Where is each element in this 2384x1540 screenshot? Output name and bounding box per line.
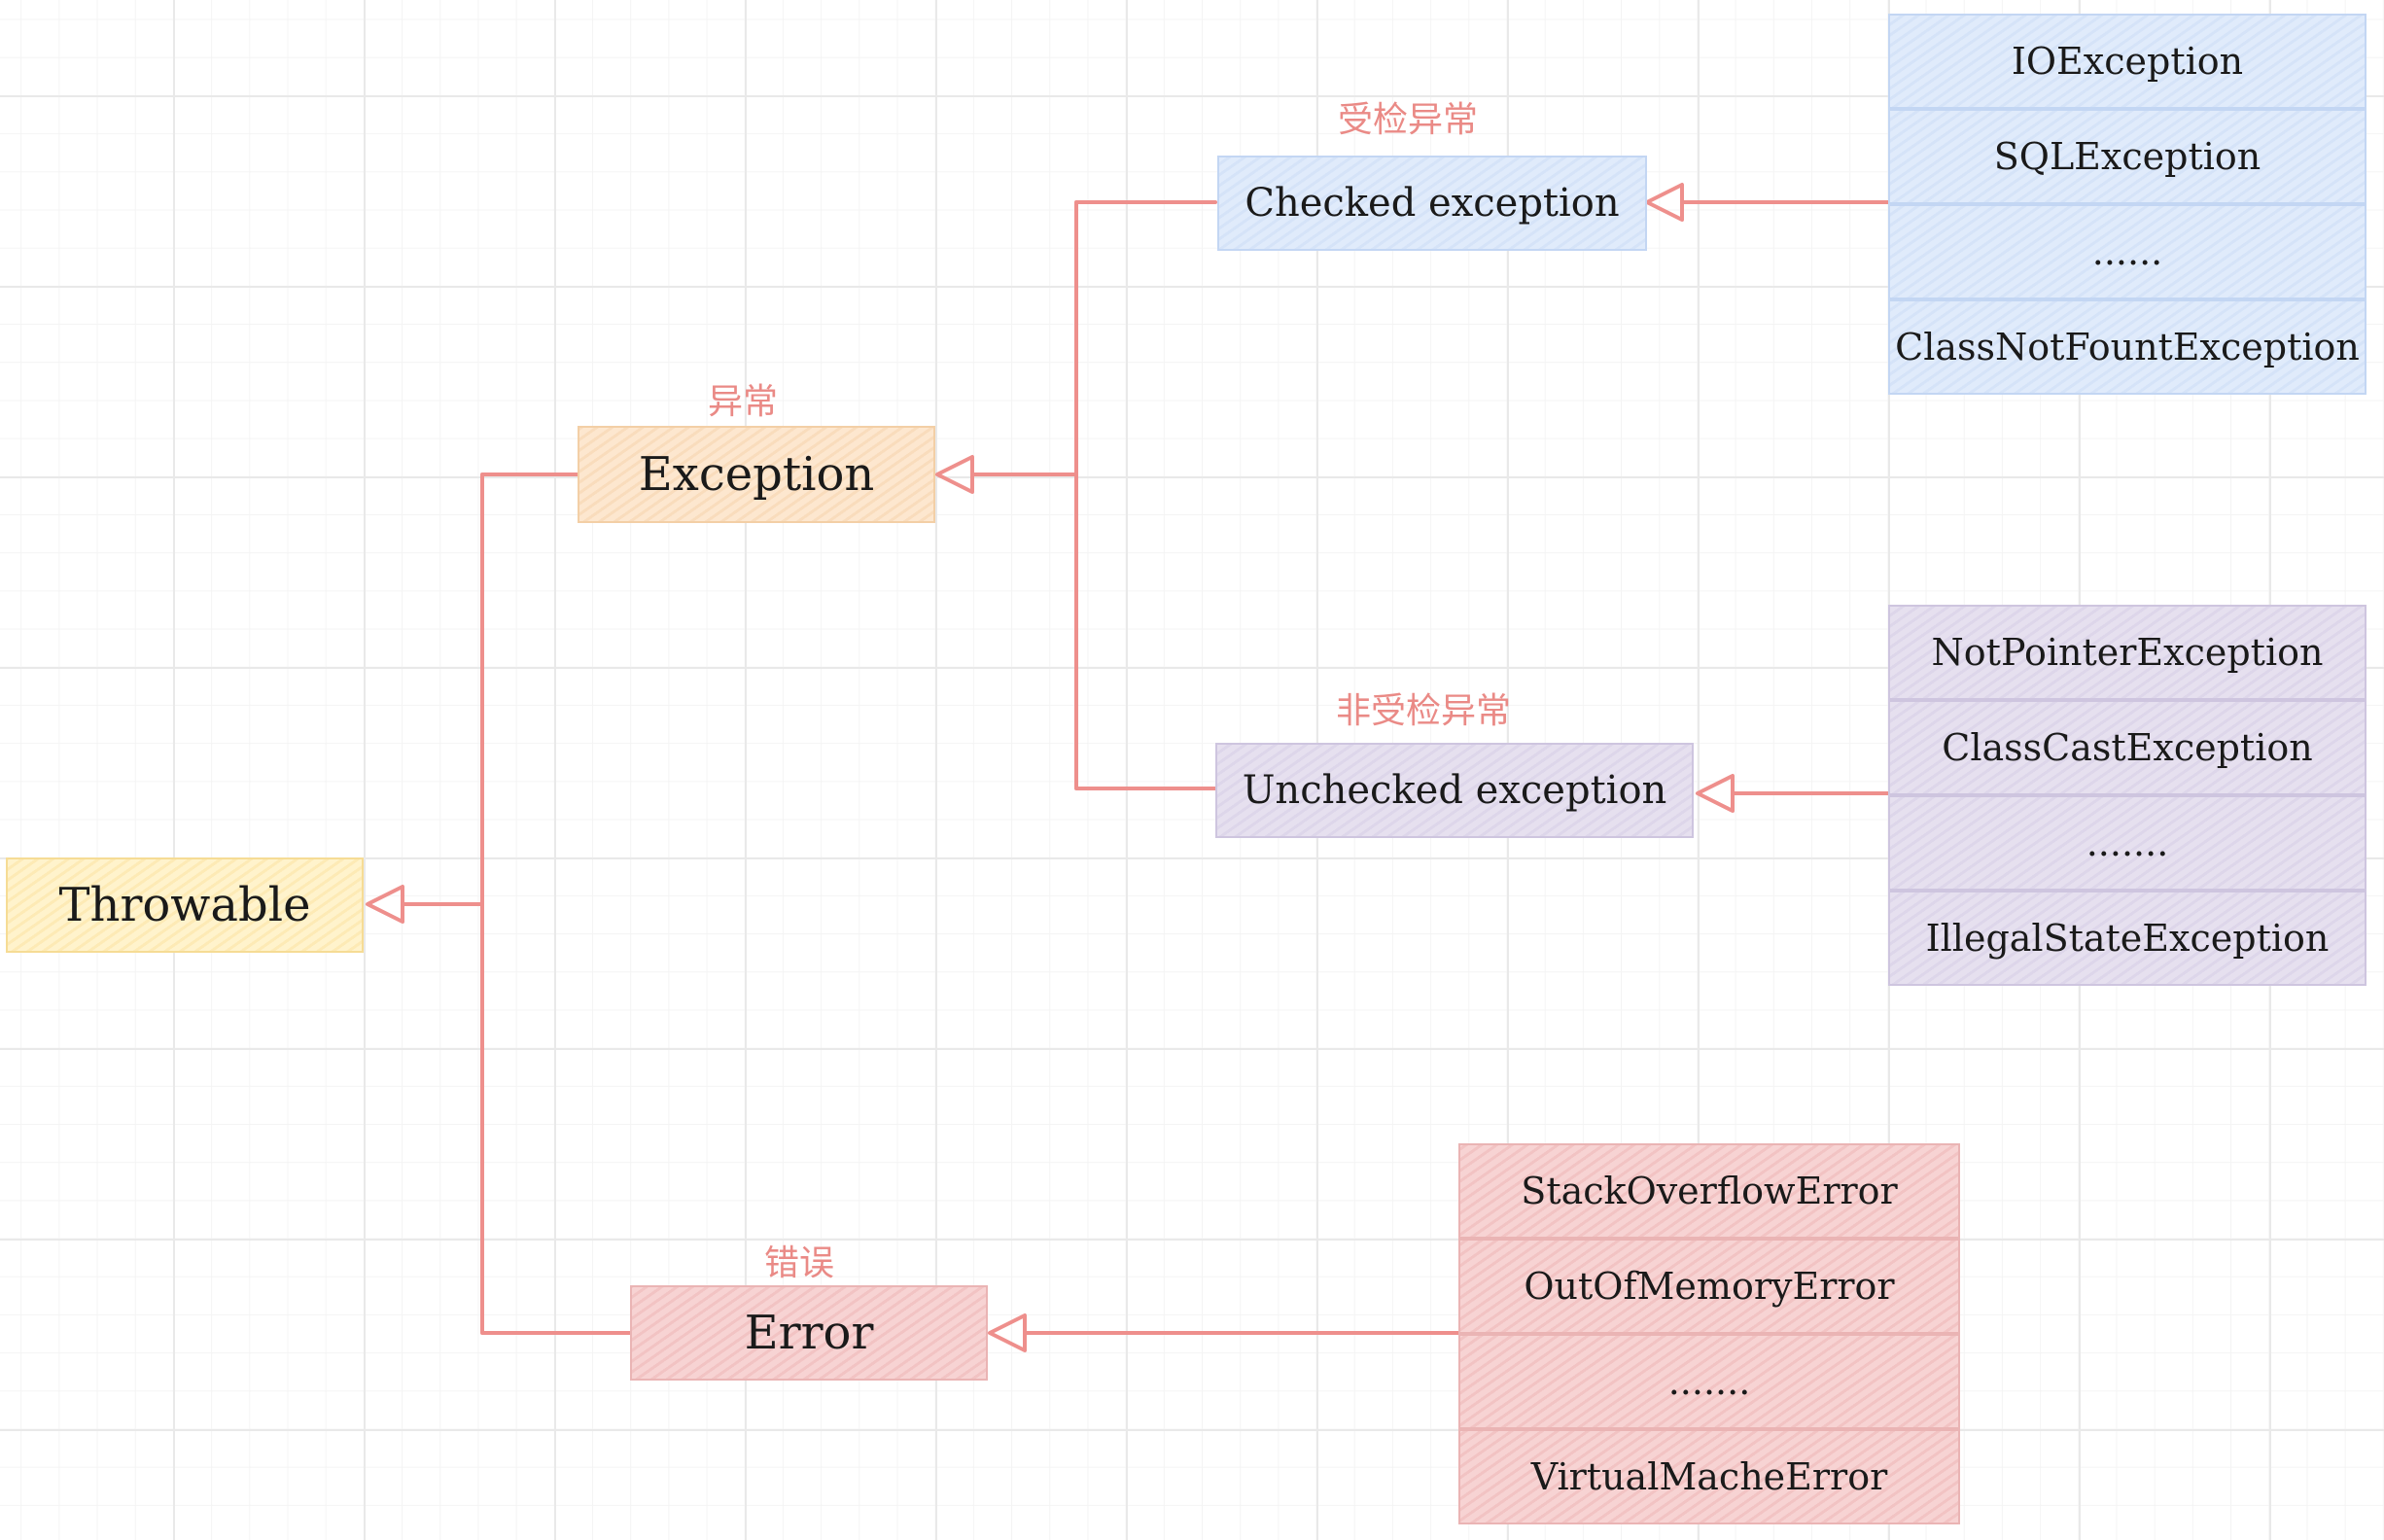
- node-error: Error: [630, 1285, 988, 1381]
- checked-example-item: ......: [1888, 204, 2366, 299]
- node-throwable: Throwable: [6, 858, 364, 953]
- label-exception-cn: 异常: [708, 382, 779, 422]
- node-checked-exception: Checked exception: [1217, 156, 1647, 251]
- arrow-to-checked: [1645, 183, 1684, 222]
- arrow-to-throwable: [366, 885, 404, 924]
- unchecked-example-item: .......: [1888, 795, 2366, 891]
- error-example-item: StackOverflowError: [1458, 1143, 1960, 1239]
- unchecked-example-item: ClassCastException: [1888, 700, 2366, 795]
- label-unchecked-cn: 非受检异常: [1336, 691, 1512, 731]
- unchecked-example-item: IllegalStateException: [1888, 891, 2366, 986]
- arrow-to-exception: [935, 455, 974, 494]
- connector-throwable-children: [401, 472, 655, 1335]
- unchecked-example-item: NotPointerException: [1888, 605, 2366, 700]
- node-unchecked-exception: Unchecked exception: [1215, 743, 1694, 838]
- checked-example-item: SQLException: [1888, 109, 2366, 204]
- error-example-item: OutOfMemoryError: [1458, 1239, 1960, 1334]
- label-error-cn: 错误: [764, 1243, 835, 1283]
- error-example-item: .......: [1458, 1334, 1960, 1429]
- checked-example-item: ClassNotFountException: [1888, 299, 2366, 395]
- connector-exception-children: [970, 200, 1217, 790]
- label-checked-cn: 受检异常: [1338, 100, 1479, 140]
- error-example-item: VirtualMacheError: [1458, 1429, 1960, 1524]
- checked-example-item: IOException: [1888, 14, 2366, 109]
- arrow-to-unchecked: [1696, 774, 1735, 813]
- arrow-to-error: [988, 1313, 1027, 1352]
- node-exception: Exception: [578, 426, 935, 523]
